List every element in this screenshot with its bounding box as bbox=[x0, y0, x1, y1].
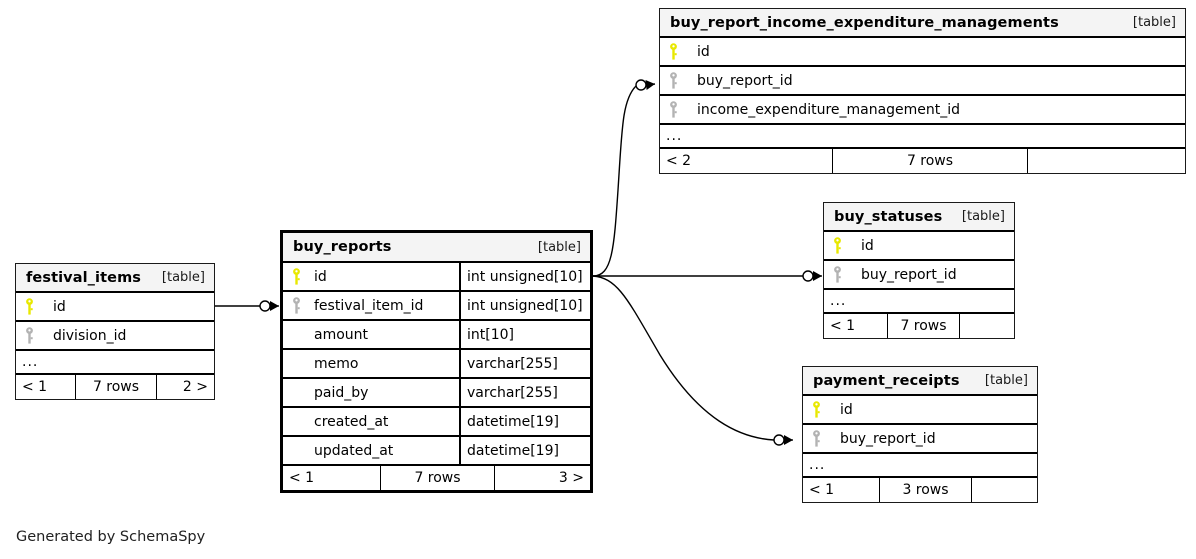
table-row[interactable]: created_at datetime[19] bbox=[283, 408, 590, 437]
table-row[interactable]: amount int[10] bbox=[283, 321, 590, 350]
table-payment-receipts[interactable]: payment_receipts [table] id bbox=[802, 366, 1038, 503]
foreign-key-icon bbox=[669, 72, 691, 89]
primary-key-icon bbox=[669, 43, 691, 60]
footer-row-count: 7 rows bbox=[75, 375, 156, 399]
more-columns-ellipsis: ... bbox=[824, 290, 1014, 314]
table-footer: < 1 7 rows 3 > bbox=[283, 466, 590, 490]
footer-outgoing-count bbox=[1027, 149, 1185, 173]
foreign-key-icon bbox=[812, 430, 834, 447]
table-kind-label: [table] bbox=[961, 209, 1005, 224]
footer-incoming-count: < 1 bbox=[809, 482, 835, 498]
table-row[interactable]: buy_report_id bbox=[660, 67, 1185, 96]
table-row[interactable]: paid_by varchar[255] bbox=[283, 379, 590, 408]
column-name: division_id bbox=[53, 327, 127, 344]
table-row[interactable]: memo varchar[255] bbox=[283, 350, 590, 379]
table-kind-label: [table] bbox=[1132, 15, 1176, 30]
table-title: buy_reports bbox=[293, 239, 392, 255]
connector-festival-items-to-buy-reports bbox=[215, 300, 279, 312]
more-columns-ellipsis: ... bbox=[660, 125, 1185, 149]
column-name: income_expenditure_management_id bbox=[697, 101, 961, 118]
footer-outgoing-count bbox=[971, 478, 1037, 502]
table-row[interactable]: id int unsigned[10] bbox=[283, 263, 590, 292]
column-name: id bbox=[840, 401, 853, 418]
table-header: buy_report_income_expenditure_management… bbox=[660, 9, 1185, 38]
foreign-key-icon bbox=[25, 327, 47, 344]
primary-key-icon bbox=[812, 401, 834, 418]
table-footer: < 2 7 rows bbox=[660, 149, 1185, 173]
footer-outgoing-count: 3 > bbox=[494, 466, 590, 490]
column-name: id bbox=[314, 268, 327, 285]
column-type: int unsigned[10] bbox=[467, 268, 583, 285]
footer-incoming-count: < 2 bbox=[666, 153, 692, 169]
primary-key-icon bbox=[292, 268, 314, 285]
footer-row-count: 7 rows bbox=[832, 149, 1027, 173]
table-title: festival_items bbox=[26, 269, 142, 286]
column-name: created_at bbox=[314, 413, 389, 430]
column-name: id bbox=[697, 43, 710, 60]
primary-key-icon bbox=[833, 237, 855, 254]
column-type: varchar[255] bbox=[467, 355, 558, 372]
footer-incoming-count: < 1 bbox=[289, 470, 315, 486]
table-kind-label: [table] bbox=[984, 373, 1028, 388]
table-row[interactable]: division_id bbox=[16, 322, 214, 351]
generated-by-caption: Generated by SchemaSpy bbox=[16, 529, 206, 545]
table-buy-report-income-expenditure-managements[interactable]: buy_report_income_expenditure_management… bbox=[659, 8, 1186, 174]
column-name: memo bbox=[314, 355, 359, 372]
column-name: paid_by bbox=[314, 384, 369, 401]
table-festival-items[interactable]: festival_items [table] id bbox=[15, 263, 215, 400]
foreign-key-icon bbox=[669, 101, 691, 118]
table-buy-statuses[interactable]: buy_statuses [table] id bbox=[823, 202, 1015, 339]
foreign-key-icon bbox=[833, 266, 855, 283]
table-title: payment_receipts bbox=[813, 372, 960, 389]
table-header: buy_statuses [table] bbox=[824, 203, 1014, 232]
table-footer: < 1 3 rows bbox=[803, 478, 1037, 502]
column-type: int[10] bbox=[467, 326, 514, 343]
connector-buy-reports-to-buy-statuses bbox=[593, 270, 822, 282]
table-title: buy_statuses bbox=[834, 208, 943, 225]
table-header: buy_reports [table] bbox=[283, 233, 590, 263]
primary-key-icon bbox=[25, 298, 47, 315]
column-type: datetime[19] bbox=[467, 442, 559, 459]
column-name: updated_at bbox=[314, 442, 394, 459]
table-row[interactable]: buy_report_id bbox=[824, 261, 1014, 290]
table-row[interactable]: updated_at datetime[19] bbox=[283, 437, 590, 466]
table-row[interactable]: id bbox=[824, 232, 1014, 261]
column-name: buy_report_id bbox=[861, 266, 957, 283]
table-buy-reports[interactable]: buy_reports [table] id int unsigned[10] bbox=[280, 230, 593, 493]
table-row[interactable]: id bbox=[803, 396, 1037, 425]
footer-outgoing-count: 2 > bbox=[156, 375, 214, 399]
column-name: amount bbox=[314, 326, 369, 343]
table-row[interactable]: id bbox=[660, 38, 1185, 67]
column-name: festival_item_id bbox=[314, 297, 424, 314]
connector-buy-reports-to-income-expenditure bbox=[592, 79, 656, 277]
column-name: id bbox=[53, 298, 66, 315]
table-footer: < 1 7 rows bbox=[824, 314, 1014, 338]
footer-row-count: 7 rows bbox=[380, 466, 494, 490]
column-type: int unsigned[10] bbox=[467, 297, 583, 314]
more-columns-ellipsis: ... bbox=[803, 454, 1037, 478]
table-row[interactable]: id bbox=[16, 293, 214, 322]
footer-incoming-count: < 1 bbox=[22, 379, 48, 395]
footer-row-count: 3 rows bbox=[879, 478, 971, 502]
table-footer: < 1 7 rows 2 > bbox=[16, 375, 214, 399]
table-title: buy_report_income_expenditure_management… bbox=[670, 14, 1059, 31]
column-type: datetime[19] bbox=[467, 413, 559, 430]
table-header: payment_receipts [table] bbox=[803, 367, 1037, 396]
footer-row-count: 7 rows bbox=[887, 314, 959, 338]
table-row[interactable]: buy_report_id bbox=[803, 425, 1037, 454]
footer-incoming-count: < 1 bbox=[830, 318, 856, 334]
table-header: festival_items [table] bbox=[16, 264, 214, 293]
column-type: varchar[255] bbox=[467, 384, 558, 401]
column-name: id bbox=[861, 237, 874, 254]
table-kind-label: [table] bbox=[537, 239, 581, 255]
footer-outgoing-count bbox=[959, 314, 1014, 338]
table-row[interactable]: festival_item_id int unsigned[10] bbox=[283, 292, 590, 321]
table-row[interactable]: income_expenditure_management_id bbox=[660, 96, 1185, 125]
connector-buy-reports-to-payment-receipts bbox=[592, 275, 793, 446]
more-columns-ellipsis: ... bbox=[16, 351, 214, 375]
column-name: buy_report_id bbox=[840, 430, 936, 447]
foreign-key-icon bbox=[292, 297, 314, 314]
table-kind-label: [table] bbox=[161, 270, 205, 285]
column-name: buy_report_id bbox=[697, 72, 793, 89]
